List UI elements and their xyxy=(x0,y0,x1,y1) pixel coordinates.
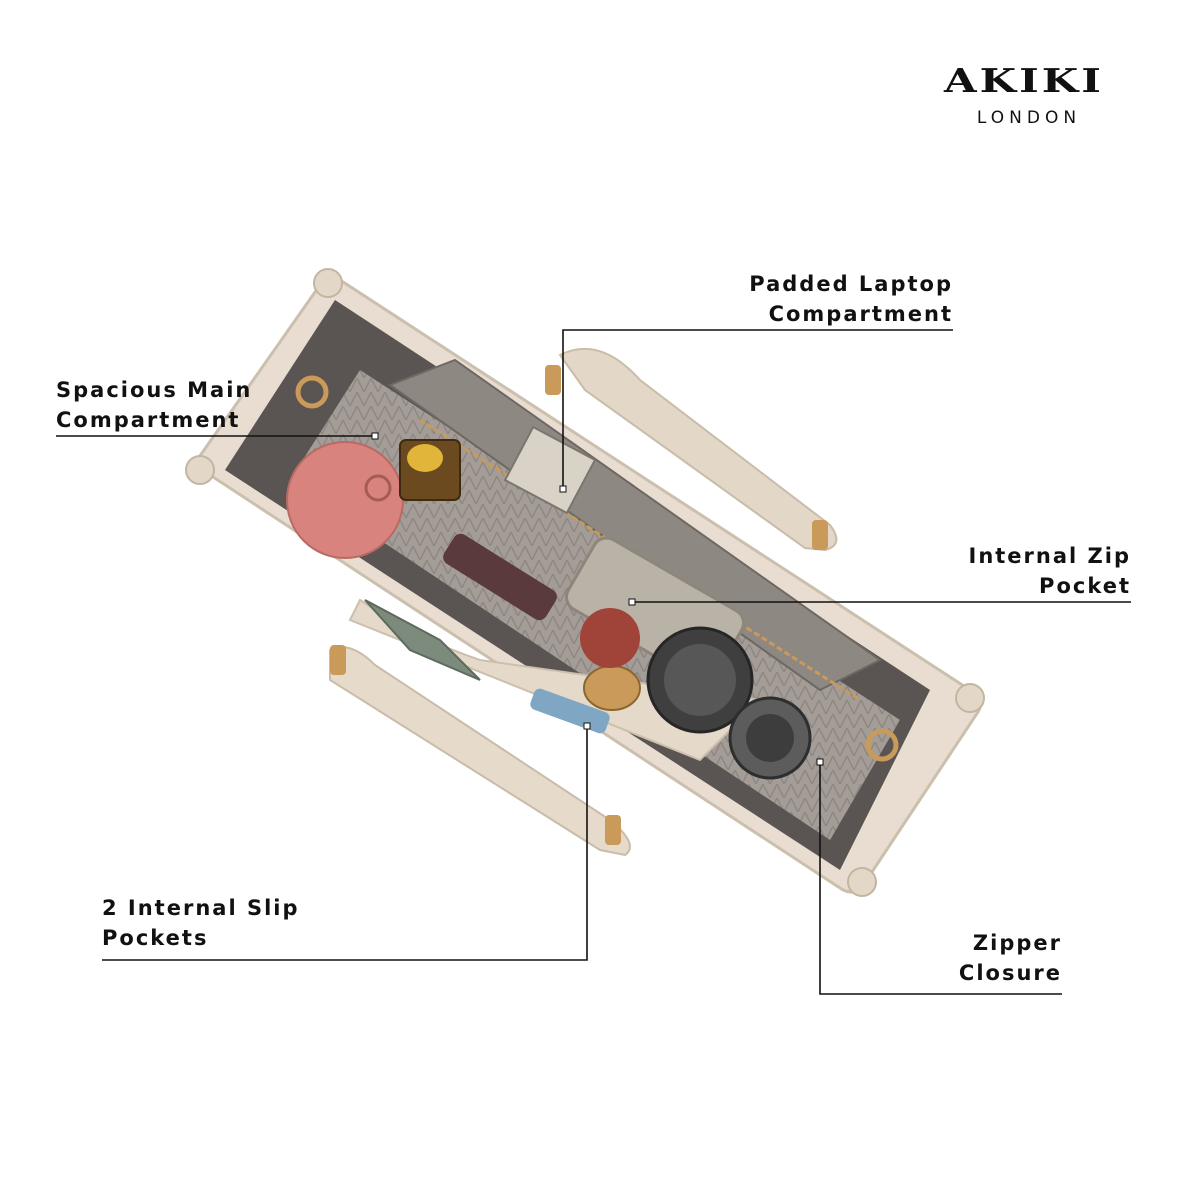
callout-laptop-line1: Padded Laptop xyxy=(749,272,953,296)
callout-zip-line1: Internal Zip xyxy=(968,544,1131,568)
callout-zipper-line1: Zipper xyxy=(972,931,1062,955)
callout-main-compartment: Spacious Main Compartment xyxy=(56,375,252,435)
callout-slip-pockets: 2 Internal Slip Pockets xyxy=(102,893,300,953)
callout-zipper-line2: Closure xyxy=(958,961,1062,985)
marker-zipper xyxy=(816,758,824,766)
marker-main xyxy=(371,432,379,440)
marker-laptop xyxy=(559,485,567,493)
marker-zip xyxy=(628,598,636,606)
marker-slip xyxy=(583,722,591,730)
callout-main-line2: Compartment xyxy=(56,408,241,432)
callout-laptop-compartment: Padded Laptop Compartment xyxy=(749,269,953,329)
callout-slip-line1: 2 Internal Slip xyxy=(102,896,300,920)
leader-slip xyxy=(102,726,588,961)
callout-slip-line2: Pockets xyxy=(102,926,209,950)
brand-city: LONDON xyxy=(976,108,1082,128)
leader-laptop xyxy=(562,329,953,490)
callout-internal-zip-pocket: Internal Zip Pocket xyxy=(969,541,1132,601)
brand-name: AKIKI xyxy=(944,61,1104,100)
callout-zip-line2: Pocket xyxy=(1039,574,1131,598)
callout-zipper-closure: Zipper Closure xyxy=(959,928,1062,988)
callout-laptop-line2: Compartment xyxy=(768,302,953,326)
brand-logo: AKIKI LONDON xyxy=(884,60,1164,128)
callout-main-line1: Spacious Main xyxy=(56,378,253,402)
leader-zipper xyxy=(819,762,1062,995)
